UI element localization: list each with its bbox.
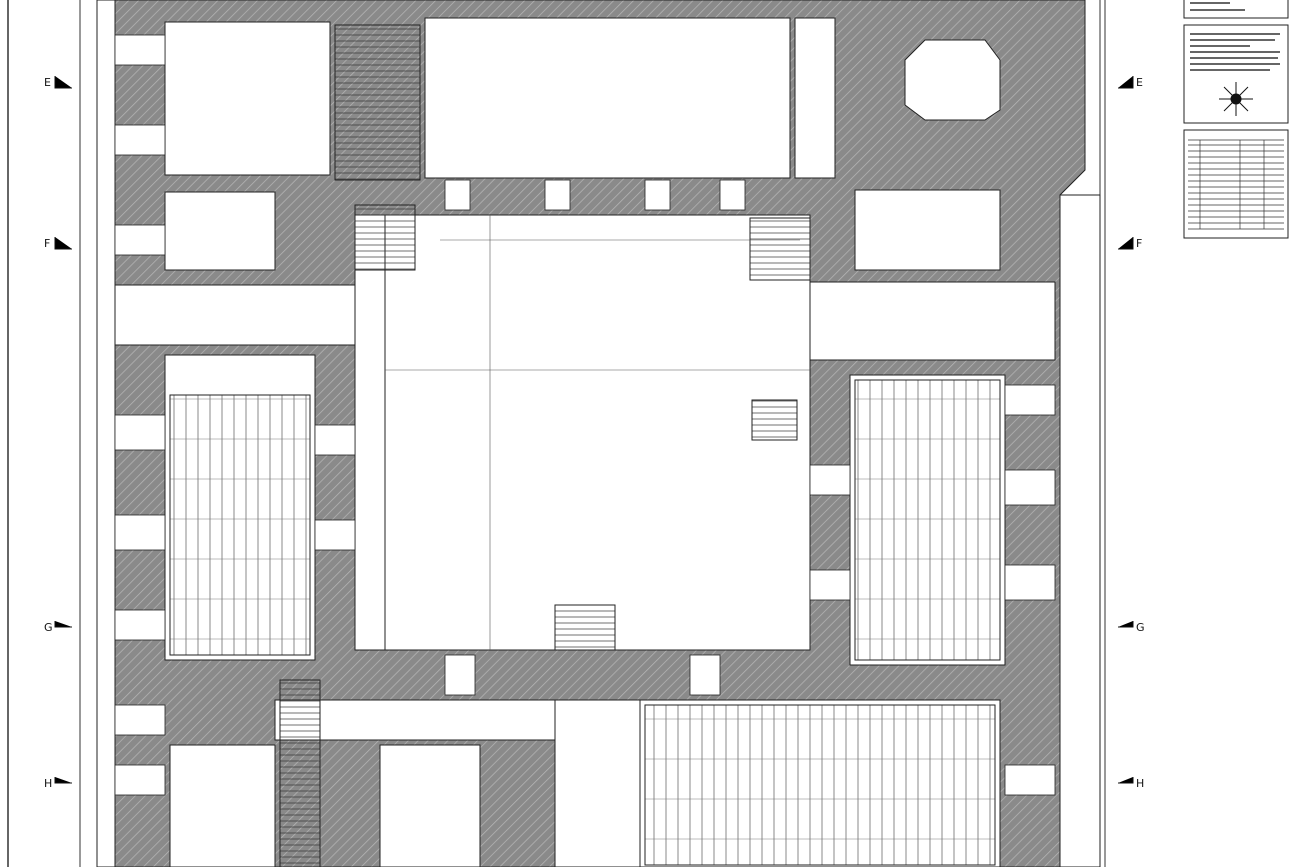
stair-north-courtyard [354,204,416,271]
hall-west-floor [169,394,311,656]
grid-label-right-e: E [1136,76,1143,89]
right-outer-strip [1059,194,1101,867]
courtyard [384,214,811,651]
room-south-mid [554,699,641,867]
room-east-vault [809,281,1056,361]
grid-axes-left: E F G H [44,76,72,790]
grid-label-right-h: H [1136,777,1144,790]
grid-label-left-h: H [44,777,52,790]
room-south-small [379,744,481,867]
hall-south-floor [644,704,996,866]
room-west-small [164,191,276,271]
stair-north-west [334,24,421,181]
grid-label-left-f: F [44,237,50,250]
compass-rose-icon [1219,82,1253,116]
stair-east-small [751,399,798,441]
legend-panel [1183,0,1289,239]
rooms-north-east-small [854,189,1001,271]
rooms [96,0,1101,867]
grid-label-left-g: G [44,621,53,634]
room-north-hall [424,17,791,179]
grid-label-left-e: E [44,76,51,89]
window-niches [114,34,1056,796]
toilets [169,744,276,867]
stair-east-courtyard [749,217,811,281]
stair-south-west [279,679,321,867]
hall-east-floor [854,379,1001,661]
grid-label-right-g: G [1136,621,1145,634]
corridor-west [114,284,356,346]
dimension-lines [385,215,810,650]
legend-placeholder-text [1190,2,1280,71]
room-north-west [164,21,331,176]
courtyard-gallery [354,214,386,651]
room-north-east [794,17,836,179]
corridor-south [274,699,556,741]
stair-south-courtyard [554,604,616,651]
grid-axes-right: E F G H [1118,76,1145,790]
room-octagon [904,39,1001,121]
room-schedule-table [1188,139,1284,230]
left-outer-strip [96,0,116,867]
grid-label-right-f: F [1136,237,1142,250]
